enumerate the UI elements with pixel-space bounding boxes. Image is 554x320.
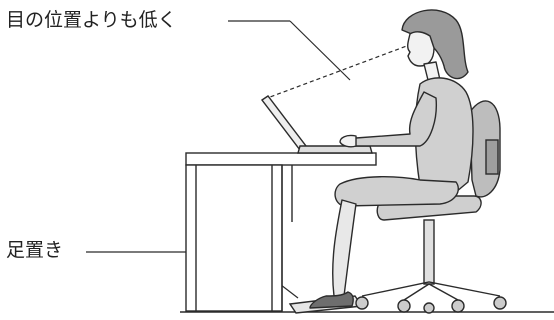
eye-level-label: 目の位置よりも低く: [6, 9, 177, 31]
chair: [355, 100, 507, 314]
eye-level-leader: [228, 20, 351, 81]
footrest-label: 足置き: [6, 239, 64, 261]
sight-line: [261, 43, 413, 101]
seated-person: [309, 9, 474, 309]
desk: [185, 152, 377, 312]
laptop: [260, 95, 373, 154]
